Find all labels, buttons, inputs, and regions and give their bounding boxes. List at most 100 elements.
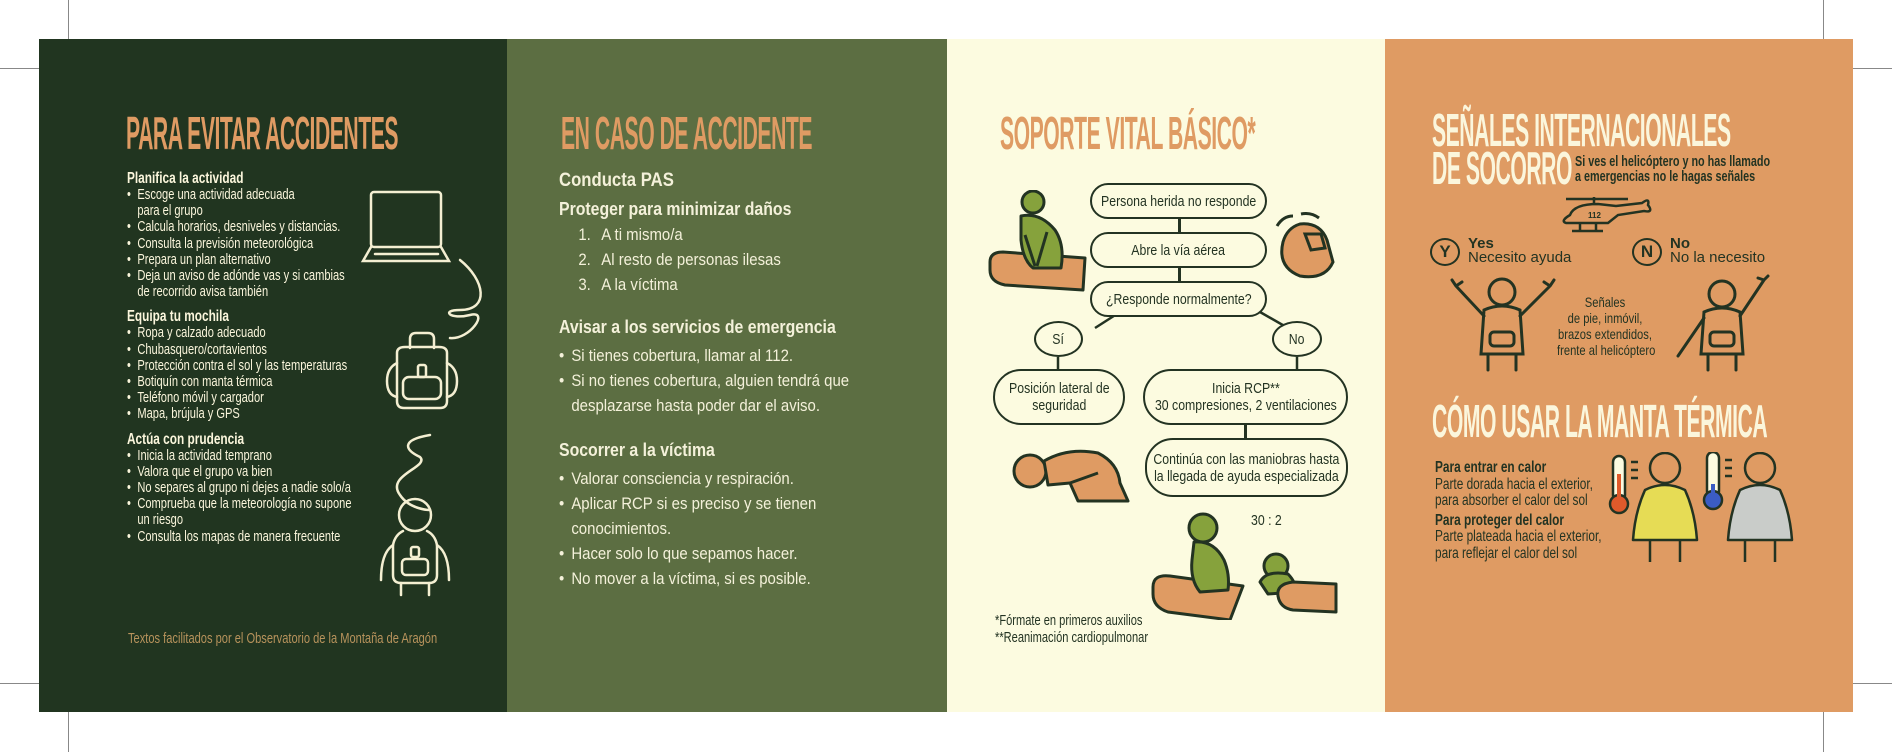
warm-text: Parte dorada hacia el exterior, para abs… xyxy=(1435,475,1593,509)
avisar-heading: Avisar a los servicios de emergencia xyxy=(559,317,836,337)
crop-mark xyxy=(1836,683,1892,684)
cpr-compression-icon xyxy=(988,190,1087,292)
list-item: Protección contra el sol y las temperatu… xyxy=(127,357,351,374)
list-item: Escoge una actividad adecuada para el gr… xyxy=(127,186,351,219)
panel4-title: SEÑALES INTERNACIONALES xyxy=(1432,104,1731,156)
crop-mark xyxy=(1823,697,1824,752)
helicopter-icon: 112 xyxy=(1562,197,1652,233)
panel1-body: Planifica la actividad Escoge una activi… xyxy=(127,170,351,545)
trail-line-icon xyxy=(395,433,432,512)
list-item: 2. Al resto de personas ilesas xyxy=(578,247,849,272)
credits-footer: Textos facilitados por el Observatorio d… xyxy=(128,630,438,647)
no-label: No xyxy=(1670,235,1690,252)
flow-text: ¿Responde normalmente? xyxy=(1105,290,1252,308)
list-item: Teléfono móvil y cargador xyxy=(127,390,351,407)
backpack-icon xyxy=(385,331,459,410)
recovery-position-icon xyxy=(1012,449,1130,503)
checklist-prudence: Inicia la actividad tempranoValora que e… xyxy=(127,447,351,545)
footnote: *Fórmate en primeros auxilios xyxy=(995,612,1143,629)
hiker-back-icon xyxy=(379,497,451,597)
flow-recovery-position: Posición lateral de seguridad xyxy=(993,369,1125,425)
list-item: Calcula horarios, desniveles y distancia… xyxy=(127,219,351,236)
person-silver-blanket-icon xyxy=(1726,452,1794,562)
proteger-heading: Proteger para minimizar daños xyxy=(559,199,792,219)
footnotes: *Fórmate en primeros auxilios **Reanimac… xyxy=(995,612,1148,646)
item-number: 1. xyxy=(578,225,591,244)
avisar-list: Si tienes cobertura, llamar al 112.Si no… xyxy=(559,343,849,418)
list-item: Si no tienes cobertura, alguien tendrá q… xyxy=(559,368,849,418)
checklist-backpack: Ropa y calzado adecuadoChubasquero/corta… xyxy=(127,325,351,423)
protect-heading: Para proteger del calor xyxy=(1435,511,1564,529)
helicopter-label: 112 xyxy=(1588,211,1601,220)
trail-line-icon xyxy=(447,258,482,340)
panel-distress-signals xyxy=(1385,39,1853,712)
yes-letter-badge: Y xyxy=(1430,238,1460,266)
list-item: 1.A ti mismo/a xyxy=(578,222,849,247)
list-item: Mapa, brújula y GPS xyxy=(127,406,351,423)
list-item: Hacer solo lo que sepamos hacer. xyxy=(559,541,849,566)
no-letter-badge: N xyxy=(1632,238,1662,266)
item-number: 3. xyxy=(578,275,591,294)
head-tilt-icon xyxy=(1275,212,1335,279)
section-heading: Planifica la actividad xyxy=(127,170,244,187)
compression-ratio: 30 : 2 xyxy=(1251,512,1282,529)
list-item: Aplicar RCP si es preciso y se tienen co… xyxy=(559,491,849,541)
person-gold-blanket-icon xyxy=(1631,452,1699,562)
socorrer-heading: Socorrer a la víctima xyxy=(559,440,715,460)
panel2-body: Conducta PAS Proteger para minimizar dañ… xyxy=(559,168,849,591)
hiker-one-arm-up-icon xyxy=(1676,274,1770,372)
panel3-title: SOPORTE VITAL BÁSICO* xyxy=(1000,107,1256,159)
hiker-both-arms-up-icon xyxy=(1450,277,1556,372)
list-item: Ropa y calzado adecuado xyxy=(127,325,351,342)
section-heading: Actúa con prudencia xyxy=(127,430,245,448)
list-item: Comprueba que la meteorología no supone … xyxy=(127,496,351,529)
list-item: Chubasquero/cortavientos xyxy=(127,341,351,358)
crop-mark xyxy=(1836,68,1892,69)
yes-text: Necesito ayuda xyxy=(1468,249,1572,266)
flow-step-unresponsive: Persona herida no responde xyxy=(1090,183,1267,219)
socorrer-list: Valorar consciencia y respiración.Aplica… xyxy=(559,466,849,591)
panel4-title-line2: DE SOCORRO xyxy=(1432,142,1573,194)
checklist-plan: Escoge una actividad adecuada para el gr… xyxy=(127,186,351,300)
list-item: Valora que el grupo va bien xyxy=(127,463,351,480)
crop-mark xyxy=(1823,0,1824,56)
flow-no: No xyxy=(1272,321,1322,357)
flow-step-open-airway: Abre la vía aérea xyxy=(1090,232,1267,268)
list-item: Prepara un plan alternativo xyxy=(127,251,351,268)
thermometer-hot-icon xyxy=(1608,454,1638,515)
helicopter-warning: Si ves el helicóptero y no has llamado a… xyxy=(1575,153,1771,185)
crop-mark xyxy=(68,697,69,752)
flow-yes: Sí xyxy=(1034,321,1083,357)
signal-note: Señales de pie, inmóvil, brazos extendid… xyxy=(1557,294,1656,358)
cpr-ventilation-icon xyxy=(1151,512,1338,620)
flow-text: No xyxy=(1289,330,1305,348)
no-text: No la necesito xyxy=(1670,249,1766,266)
list-item: Valorar consciencia y respiración. xyxy=(559,466,849,491)
flow-text: Sí xyxy=(1052,330,1065,348)
item-number: 2. xyxy=(578,250,591,269)
list-item: Consulta los mapas de manera frecuente xyxy=(127,528,351,545)
list-item: Si tienes cobertura, llamar al 112. xyxy=(559,343,849,368)
flow-text: Abre la vía aérea xyxy=(1131,241,1226,259)
flow-step-breathing-check: ¿Responde normalmente? xyxy=(1090,281,1267,317)
list-item: 3.A la víctima xyxy=(578,272,849,297)
flow-start-cpr: Inicia RCP** 30 compresiones, 2 ventilac… xyxy=(1143,369,1348,425)
crop-mark xyxy=(0,683,56,684)
thermal-blanket-title: CÓMO USAR LA MANTA TÉRMICA xyxy=(1432,395,1768,447)
footnote: **Reanimación cardiopulmonar xyxy=(995,629,1149,646)
list-item: No separes al grupo ni dejes a nadie sol… xyxy=(127,479,351,496)
panel1-illustrations xyxy=(360,190,482,597)
flow-text: Posición lateral de seguridad xyxy=(1008,380,1110,414)
laptop-icon xyxy=(360,190,452,263)
proteger-list: 1.A ti mismo/a 2. Al resto de personas ile… xyxy=(559,222,849,297)
thermal-blanket-illustration xyxy=(1608,452,1794,562)
item-text: Al resto de personas ilesas xyxy=(601,250,781,269)
thermal-blanket-instructions: Para entrar en calor Parte dorada hacia … xyxy=(1435,459,1602,562)
conducta-pas-heading: Conducta PAS xyxy=(559,170,674,191)
list-item: Botiquín con manta térmica xyxy=(127,373,351,390)
crop-mark xyxy=(0,68,56,69)
protect-text: Parte plateada hacia el exterior, para r… xyxy=(1435,528,1602,562)
warm-heading: Para entrar en calor xyxy=(1435,459,1547,476)
list-item: Consulta la previsión meteorológica xyxy=(127,235,351,252)
list-item: Deja un aviso de adónde vas y si cambias… xyxy=(127,267,351,300)
